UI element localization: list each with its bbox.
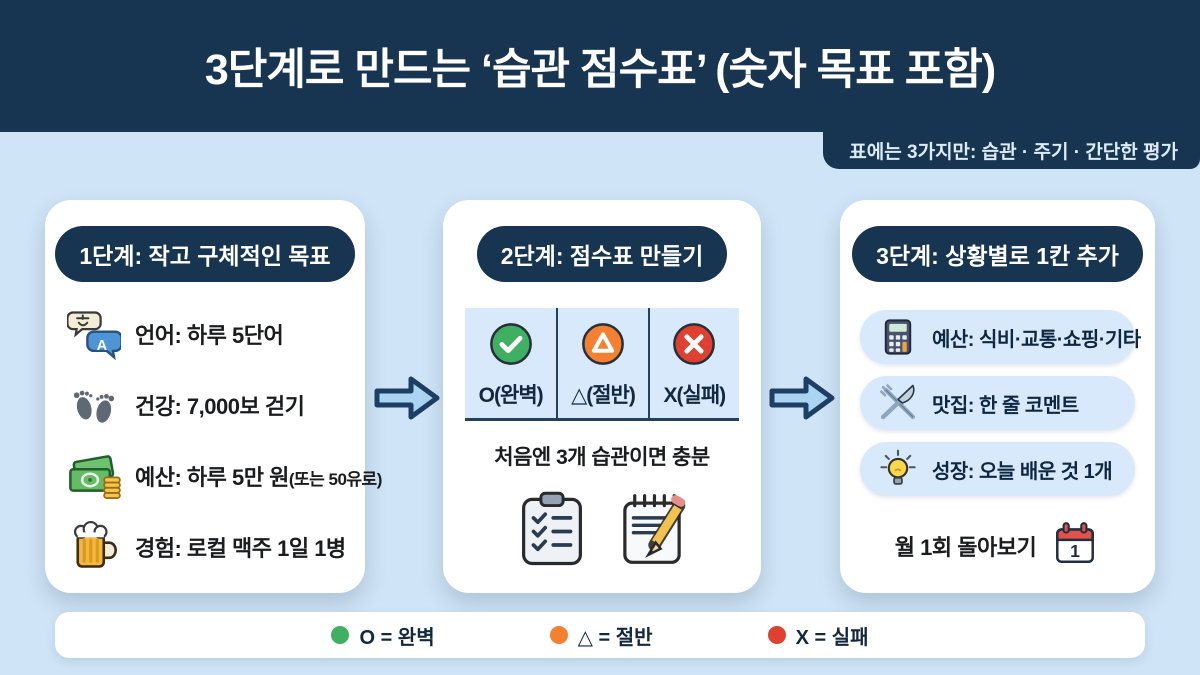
review-row: 월 1회 돌아보기 1 [840,518,1155,573]
goal-label-suffix: (또는 50유로) [288,469,383,489]
clipboard-icon [515,489,589,574]
score-table: O(완벽) △(절반) X(실패) [465,308,739,421]
tag-label: 성장: 오늘 배운 것 1개 [932,460,1113,483]
notes-pencil-icon [615,489,689,574]
svg-text:1: 1 [1070,541,1080,561]
x-circle-icon [671,321,717,372]
card-step3: 3단계: 상황별로 1칸 추가 예산: 식비·교통·쇼핑·기 [840,200,1155,593]
beer-icon [67,520,121,574]
arrow-right-icon [766,370,838,426]
score-label: O(완벽) [478,384,544,407]
legend-item-fail: X = 실패 [767,621,869,650]
arrow-right-icon [371,370,443,426]
list-item: 예산: 하루 5만 원(또는 50유로) [45,440,382,511]
triangle-circle-icon [580,321,626,372]
card-step2-illustrations [443,489,761,574]
goal-label: 예산: 하루 5만 원(또는 50유로) [135,464,383,490]
list-item: 성장: 오늘 배운 것 1개 [860,442,1135,496]
cutlery-icon [876,381,920,425]
money-icon [67,449,121,503]
page-title: 3단계로 만드는 ‘습관 점수표’ (숫자 목표 포함) [204,46,996,94]
calculator-icon [876,315,920,359]
card-step2: 2단계: 점수표 만들기 O(완벽) △(절반) [443,200,761,593]
legend-item-perfect: O = 완벽 [331,621,435,650]
goal-label: 건강: 7,000보 걷기 [135,393,305,419]
list-item: A 언어: 하루 5단어 [45,298,365,369]
card-step1: 1단계: 작고 구체적인 목표 A 언어: 하루 5단어 [45,200,382,593]
legend-bar: O = 완벽 △ = 절반 X = 실패 [55,612,1145,658]
header-badge: 표에는 3가지만: 습관 · 주기 · 간단한 평가 [823,132,1200,169]
card-step2-note: 처음엔 3개 습관이면 충분 [494,446,710,469]
goal-label: 경험: 로컬 맥주 1일 1병 [135,535,346,561]
list-item: 경험: 로컬 맥주 1일 1병 [45,511,365,582]
calendar-icon: 1 [1050,518,1100,573]
goal-label: 언어: 하루 5단어 [135,322,284,348]
translate-icon: A [67,307,121,361]
green-dot-icon [331,626,350,644]
lightbulb-icon [876,447,920,491]
check-circle-icon [488,321,534,372]
legend-label: △ = 절반 [577,626,653,649]
score-label: X(실패) [663,384,727,407]
legend-label: O = 완벽 [359,626,435,649]
list-item: 건강: 7,000보 걷기 [45,369,365,440]
review-label: 월 1회 돌아보기 [894,534,1037,560]
orange-dot-icon [549,626,568,644]
card-step3-title: 3단계: 상황별로 1칸 추가 [852,226,1143,282]
list-item: 맛집: 한 줄 코멘트 [860,376,1135,430]
svg-text:A: A [97,337,108,353]
red-dot-icon [767,626,786,644]
tag-label: 예산: 식비·교통·쇼핑·기타 [932,328,1141,351]
footprints-icon [67,378,121,432]
card-step2-title: 2단계: 점수표 만들기 [476,226,728,282]
header: 3단계로 만드는 ‘습관 점수표’ (숫자 목표 포함) [0,0,1200,132]
score-cell-fail: X(실패) [647,308,739,418]
score-cell-half: △(절반) [556,308,647,418]
card-step1-title: 1단계: 작고 구체적인 목표 [55,226,355,282]
legend-item-half: △ = 절반 [549,621,653,650]
tag-label: 맛집: 한 줄 코멘트 [932,394,1079,417]
tag-list: 예산: 식비·교통·쇼핑·기타 맛집: 한 줄 코멘트 [860,310,1141,496]
list-item: 예산: 식비·교통·쇼핑·기타 [860,310,1141,364]
legend-label: X = 실패 [795,626,869,649]
score-label: △(절반) [571,384,636,407]
score-cell-perfect: O(완벽) [465,308,556,418]
goal-list: A 언어: 하루 5단어 건강: 7,000보 [45,298,382,582]
